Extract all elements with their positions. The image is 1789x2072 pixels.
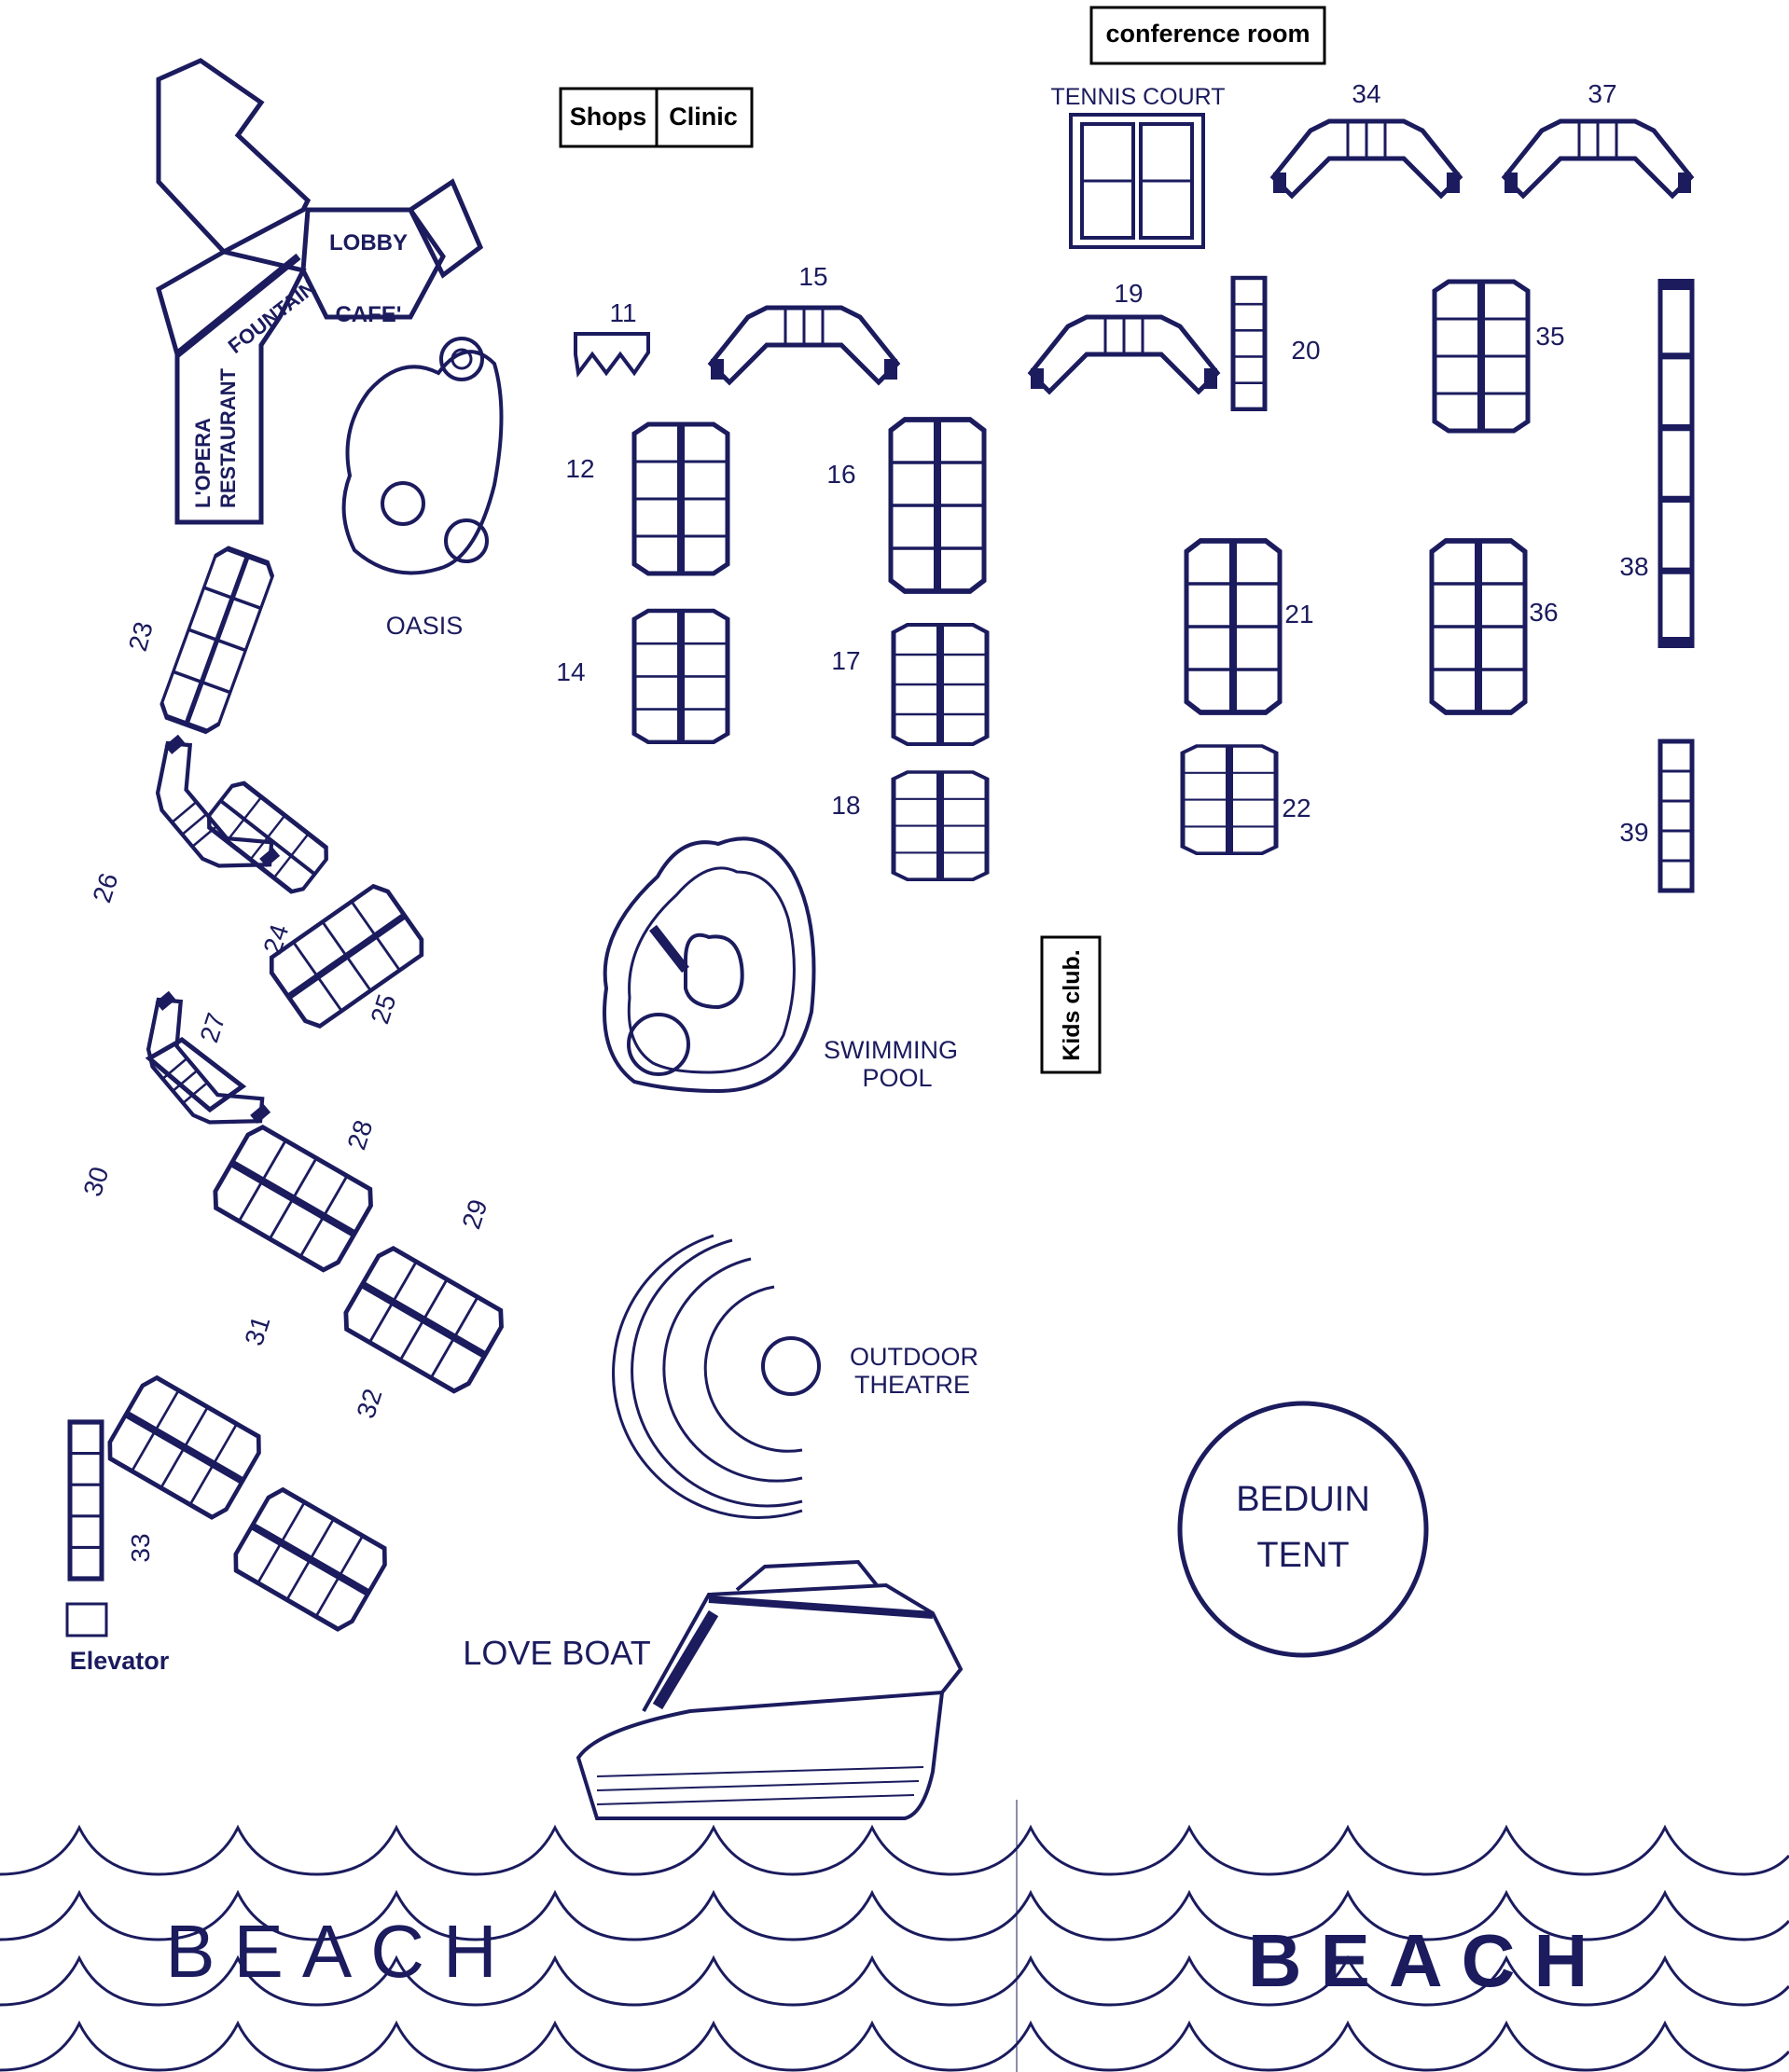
building-34[interactable] <box>1273 121 1460 196</box>
lobby-label: LOBBY <box>329 230 408 256</box>
beach-label-left: BEACH <box>165 1910 516 1993</box>
building-35-label: 35 <box>1535 322 1564 351</box>
tennis-court <box>1069 113 1205 249</box>
building-15-label: 15 <box>798 262 827 291</box>
building-23-label: 23 <box>123 618 159 654</box>
building-17-label: 17 <box>831 646 860 675</box>
building-22-label: 22 <box>1282 794 1311 822</box>
building-11-label: 11 <box>609 298 636 327</box>
svg-text:conference room: conference room <box>1105 20 1310 48</box>
svg-text:Shops: Shops <box>570 103 647 131</box>
building-29-label: 29 <box>456 1195 492 1232</box>
kids-club-button[interactable]: Kids club. <box>1040 935 1102 1074</box>
building-19[interactable] <box>1031 317 1217 392</box>
building-18-label: 18 <box>831 791 860 820</box>
building-14-label: 14 <box>556 657 585 686</box>
opera-label: L'OPERA <box>191 418 215 508</box>
beach-label-right: BEACH <box>1248 1919 1606 2002</box>
building-19-label: 19 <box>1114 279 1143 308</box>
building-32[interactable] <box>229 1485 392 1634</box>
oasis-pool <box>341 337 504 575</box>
building-18[interactable] <box>894 772 987 879</box>
building-14[interactable] <box>634 611 728 742</box>
tent-label: TENT <box>1256 1536 1349 1575</box>
outdoor-theatre <box>612 1234 821 1519</box>
building-38-label: 38 <box>1619 552 1648 581</box>
building-26[interactable] <box>132 733 282 895</box>
building-39-label: 39 <box>1619 818 1648 847</box>
building-28-label: 28 <box>341 1116 378 1153</box>
clinic-button[interactable]: Clinic <box>655 87 754 148</box>
building-36[interactable] <box>1432 541 1525 712</box>
building-24[interactable] <box>203 779 332 896</box>
building-21-label: 21 <box>1284 600 1313 629</box>
beach-waves <box>0 1800 1789 2072</box>
building-36-label: 36 <box>1529 598 1558 627</box>
svg-text:Kids club.: Kids club. <box>1059 949 1085 1060</box>
building-12-label: 12 <box>565 454 594 483</box>
building-21[interactable] <box>1186 541 1280 712</box>
swimming-label: SWIMMING <box>824 1036 958 1064</box>
restaurant-label: RESTAURANT <box>216 368 240 508</box>
cafe-label: CAFE' <box>335 302 401 327</box>
building-37[interactable] <box>1505 121 1691 196</box>
building-27[interactable] <box>145 1037 247 1113</box>
swimming-pool <box>603 836 816 1094</box>
building-20[interactable] <box>1233 278 1265 409</box>
love-boat-label: LOVE BOAT <box>463 1634 650 1672</box>
building-30[interactable] <box>122 989 272 1152</box>
shops-button[interactable]: Shops <box>559 87 659 148</box>
oasis-label: OASIS <box>386 612 464 640</box>
building-17[interactable] <box>894 625 987 744</box>
building-12[interactable] <box>634 424 728 573</box>
building-26-label: 26 <box>87 869 123 905</box>
elevator-icon[interactable] <box>65 1602 108 1637</box>
fountain-label: FOUNTAIN <box>224 275 321 358</box>
pool-label: POOL <box>862 1064 932 1092</box>
conference-room-button[interactable]: conference room <box>1089 6 1326 65</box>
love-boat[interactable] <box>576 1559 964 1820</box>
building-31[interactable] <box>103 1374 266 1522</box>
building-11[interactable] <box>574 332 650 379</box>
svg-text:Clinic: Clinic <box>669 103 738 131</box>
building-37-label: 37 <box>1588 79 1616 108</box>
building-29[interactable] <box>339 1244 508 1396</box>
theatre-label: THEATRE <box>854 1371 970 1399</box>
building-25[interactable] <box>264 881 428 1031</box>
lobby-complex <box>156 58 484 525</box>
building-20-label: 20 <box>1291 336 1320 365</box>
outdoor-label: OUTDOOR <box>850 1343 978 1371</box>
building-25-label: 25 <box>365 990 401 1027</box>
building-35[interactable] <box>1435 282 1528 431</box>
building-33-label: 33 <box>126 1533 155 1562</box>
beduin-label: BEDUIN <box>1236 1480 1370 1519</box>
building-30-label: 30 <box>77 1163 114 1199</box>
building-33[interactable] <box>70 1422 102 1579</box>
beduin-tent[interactable] <box>1177 1401 1429 1658</box>
building-31-label: 31 <box>239 1312 275 1348</box>
building-16[interactable] <box>891 420 984 591</box>
building-34-label: 34 <box>1352 79 1380 108</box>
building-16-label: 16 <box>826 460 855 489</box>
building-22[interactable] <box>1183 746 1276 853</box>
building-32-label: 32 <box>351 1385 387 1421</box>
building-15[interactable] <box>711 308 897 382</box>
building-27-label: 27 <box>194 1009 230 1045</box>
building-38[interactable] <box>1660 284 1692 642</box>
building-39[interactable] <box>1660 741 1692 891</box>
tennis-court-label: TENNIS COURT <box>1050 84 1225 110</box>
elevator-label: Elevator <box>70 1647 170 1675</box>
building-23[interactable] <box>158 546 276 735</box>
